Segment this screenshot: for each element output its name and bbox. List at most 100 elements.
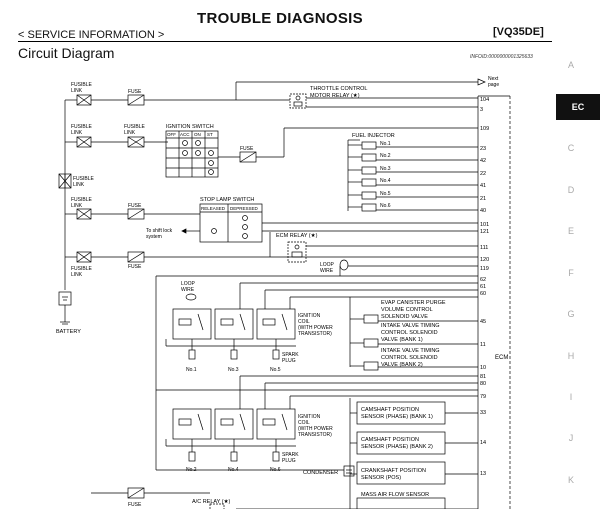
header-rule: [18, 41, 552, 42]
svg-text:TRANSISTOR): TRANSISTOR): [298, 331, 332, 337]
svg-text:CAMSHAFT POSITION: CAMSHAFT POSITION: [361, 437, 419, 443]
pin-101: 101: [480, 222, 489, 228]
fuse-1: [127, 94, 145, 106]
pin-41: 41: [480, 183, 486, 189]
svg-text:LINK: LINK: [71, 203, 83, 209]
engine-model-label: [VQ35DE]: [493, 26, 544, 38]
loop-wire-label: WIRE: [320, 268, 334, 274]
fuel-injector-label: FUEL INJECTOR: [352, 133, 395, 139]
side-letter[interactable]: G: [567, 309, 575, 319]
side-letter[interactable]: J: [568, 433, 574, 443]
svg-text:DEPRESSED: DEPRESSED: [230, 206, 259, 211]
fuse-6: [127, 487, 145, 499]
svg-text:SENSOR (PHASE) (BANK 2): SENSOR (PHASE) (BANK 2): [361, 444, 433, 450]
pin-60: 60: [480, 291, 486, 297]
svg-text:MASS AIR FLOW SENSOR: MASS AIR FLOW SENSOR: [361, 492, 429, 498]
loop-wire-label: LOOP: [320, 262, 335, 268]
svg-text:FUSIBLE: FUSIBLE: [73, 176, 95, 182]
svg-text:SPARK: SPARK: [282, 452, 299, 458]
svg-text:FUSIBLE: FUSIBLE: [124, 124, 146, 130]
ignition-coils-top: [165, 308, 296, 360]
ignition-positions: OFF ACC ON ST: [167, 132, 213, 137]
ecm-label: ECM: [495, 355, 508, 361]
svg-text:CONTROL SOLENOID: CONTROL SOLENOID: [381, 355, 438, 361]
fuel-injectors: [348, 141, 478, 212]
sensor-labels: CAMSHAFT POSITION SENSOR (PHASE) (BANK 1…: [361, 407, 433, 498]
maf-sensor-box: [356, 497, 446, 509]
page-subtitle: Circuit Diagram: [18, 45, 115, 61]
pin-120: 120: [480, 257, 489, 263]
loop-wire-icon: [339, 259, 349, 271]
side-letter[interactable]: E: [567, 226, 574, 236]
crankshaft-sensor: [356, 461, 478, 485]
ecm-relay-symbol: [287, 241, 307, 263]
svg-text:FUSIBLE: FUSIBLE: [71, 124, 93, 130]
side-letter[interactable]: H: [567, 351, 575, 361]
fusible-link-1: [65, 94, 92, 106]
svg-text:IGNITION: IGNITION: [298, 414, 321, 420]
svg-text:FUSE: FUSE: [128, 264, 142, 270]
fuse-4: [127, 208, 145, 220]
pin-81: 81: [480, 374, 486, 380]
svg-text:IGNITION: IGNITION: [298, 313, 321, 319]
next-page-label: page: [488, 82, 499, 88]
pin-61: 61: [480, 284, 486, 290]
svg-text:No.5: No.5: [380, 191, 391, 197]
svg-text:LINK: LINK: [73, 182, 85, 188]
svg-text:RELEASED: RELEASED: [201, 206, 226, 211]
pin-104: 104: [480, 97, 489, 103]
ignition-switch-table: [165, 130, 219, 178]
pin-119: 119: [480, 266, 489, 272]
svg-text:FUSE: FUSE: [128, 203, 142, 209]
side-letter[interactable]: C: [567, 143, 575, 153]
side-letter[interactable]: D: [567, 185, 575, 195]
svg-text:No.6: No.6: [380, 203, 391, 209]
svg-text:FUSE: FUSE: [128, 89, 142, 95]
svg-text:EVAP CANISTER PURGE: EVAP CANISTER PURGE: [381, 300, 446, 306]
side-letter-index: A C D E F G H I J K: [556, 0, 600, 509]
svg-text:FUSIBLE: FUSIBLE: [71, 197, 93, 203]
pin-23: 23: [480, 146, 486, 152]
injector-numbers: No.1 No.2 No.3 No.4 No.5 No.6: [380, 141, 391, 209]
side-letter[interactable]: A: [567, 60, 574, 70]
side-letter[interactable]: K: [567, 475, 574, 485]
camshaft-sensor-bank1: [356, 401, 478, 425]
svg-text:(WITH POWER: (WITH POWER: [298, 325, 333, 331]
svg-text:CONTROL SOLENOID: CONTROL SOLENOID: [381, 330, 438, 336]
svg-text:LINK: LINK: [124, 130, 136, 136]
ac-relay-label: A/C RELAY (★): [192, 499, 231, 505]
side-letter[interactable]: I: [569, 392, 573, 402]
condenser-icon: [343, 465, 355, 477]
side-letter[interactable]: F: [568, 268, 574, 278]
fuse-5: [127, 251, 145, 263]
pin-11: 11: [480, 342, 486, 348]
svg-text:FUSE: FUSE: [240, 146, 254, 152]
svg-text:VOLUME CONTROL: VOLUME CONTROL: [381, 307, 433, 313]
pin-121: 121: [480, 229, 489, 235]
svg-text:LINK: LINK: [71, 272, 83, 278]
fusible-link-5: [65, 251, 92, 263]
svg-text:TRANSISTOR): TRANSISTOR): [298, 432, 332, 438]
svg-text:No.4: No.4: [380, 178, 391, 184]
svg-text:OFF: OFF: [167, 132, 176, 137]
section-tab-ec[interactable]: EC: [556, 94, 600, 120]
next-page-label: Next: [488, 76, 499, 82]
svg-text:VALVE (BANK 1): VALVE (BANK 1): [381, 337, 423, 343]
svg-text:No.1: No.1: [186, 367, 197, 373]
pin-62: 62: [480, 277, 486, 283]
fuse-2: [127, 136, 145, 148]
ignition-switch-label: IGNITION SWITCH: [166, 124, 214, 130]
camshaft-sensor-bank2: [356, 431, 478, 455]
battery-label: BATTERY: [56, 329, 81, 335]
shift-lock-label: system: [146, 234, 162, 240]
pin-40: 40: [480, 208, 486, 214]
shift-lock-label: To shift lock: [146, 228, 173, 234]
pin-111: 111: [480, 245, 488, 251]
svg-text:No.3: No.3: [228, 367, 239, 373]
svg-text:ST: ST: [207, 132, 213, 137]
svg-text:FUSIBLE: FUSIBLE: [71, 82, 93, 88]
svg-text:LINK: LINK: [71, 88, 83, 94]
